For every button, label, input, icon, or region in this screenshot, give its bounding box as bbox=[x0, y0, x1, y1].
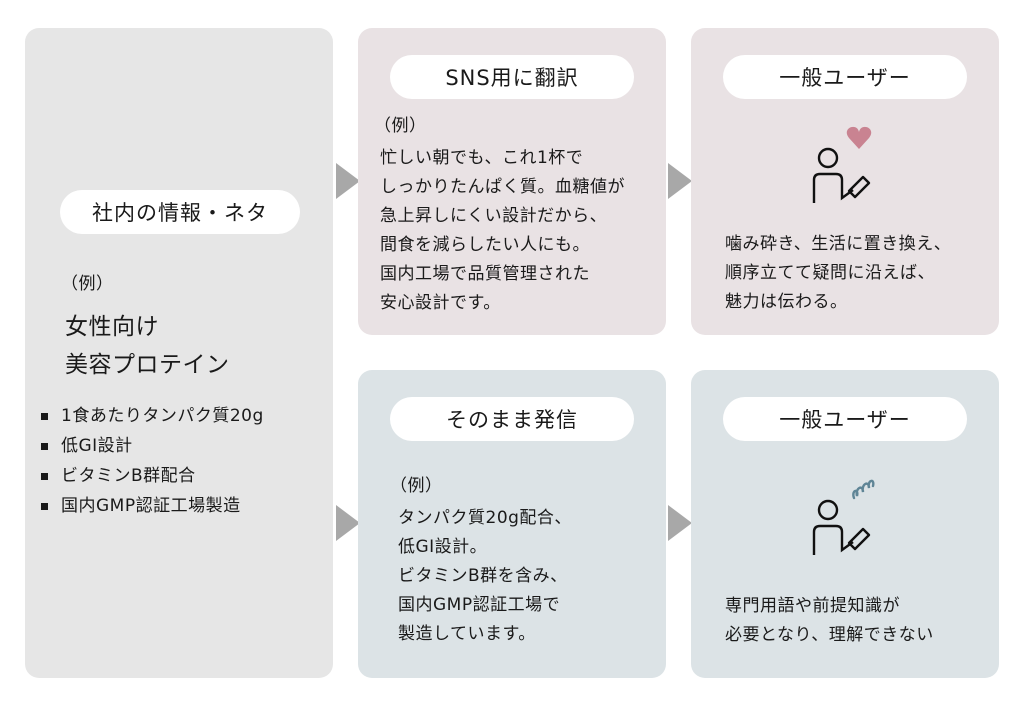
example-line: 急上昇しにくい設計だから、 bbox=[380, 206, 608, 226]
audience-title: 一般ユーザー bbox=[723, 397, 967, 441]
result-line: 噛み砕き、生活に置き換え、 bbox=[725, 234, 952, 254]
source-product: 女性向け 美容プロテイン bbox=[65, 308, 230, 384]
example-line: ビタミンB群を含み、 bbox=[398, 566, 568, 586]
bottom-audience-panel: 一般ユーザー 専門用語や前提知識が 必要となり、理解できない bbox=[691, 370, 999, 678]
arrow-right-icon bbox=[668, 505, 692, 541]
top-audience-panel: 一般ユーザー 噛み砕き、生活に置き換え、 順序立てて疑問に沿えば、 魅力は伝わる… bbox=[691, 28, 999, 335]
source-example-label: （例） bbox=[61, 274, 114, 294]
arrow-right-icon bbox=[336, 163, 360, 199]
feature-item: ビタミンB群配合 bbox=[39, 461, 264, 491]
source-title: 社内の情報・ネタ bbox=[60, 190, 300, 234]
example-line: 国内工場で品質管理された bbox=[380, 264, 590, 284]
product-line: 美容プロテイン bbox=[65, 352, 230, 378]
example-text: 忙しい朝でも、これ1杯で しっかりたんぱく質。血糖値が 急上昇しにくい設計だから… bbox=[380, 144, 625, 318]
example-line: 国内GMP認証工場で bbox=[398, 595, 561, 615]
product-line: 女性向け bbox=[65, 314, 159, 340]
feature-list: 1食あたりタンパク質20g 低GI設計 ビタミンB群配合 国内GMP認証工場製造 bbox=[39, 401, 264, 521]
person-heart-icon bbox=[812, 126, 872, 203]
audience-title: 一般ユーザー bbox=[723, 55, 967, 99]
direct-post-panel: そのまま発信 （例） タンパク質20g配合、 低GI設計。 ビタミンB群を含み、… bbox=[358, 370, 666, 678]
sns-translation-panel: SNS用に翻訳 （例） 忙しい朝でも、これ1杯で しっかりたんぱく質。血糖値が … bbox=[358, 28, 666, 335]
result-line: 魅力は伝わる。 bbox=[725, 292, 848, 312]
arrow-right-icon bbox=[336, 505, 360, 541]
example-line: 安心設計です。 bbox=[380, 293, 501, 313]
example-line: 間食を減らしたい人にも。 bbox=[380, 235, 590, 255]
feature-item: 低GI設計 bbox=[39, 431, 264, 461]
source-panel: 社内の情報・ネタ （例） 女性向け 美容プロテイン 1食あたりタンパク質20g … bbox=[25, 28, 333, 678]
feature-item: 1食あたりタンパク質20g bbox=[39, 401, 264, 431]
example-label: （例） bbox=[374, 116, 427, 136]
method-title: SNS用に翻訳 bbox=[390, 55, 634, 99]
example-line: 低GI設計。 bbox=[398, 537, 488, 557]
feature-item: 国内GMP認証工場製造 bbox=[39, 491, 264, 521]
example-line: 忙しい朝でも、これ1杯で bbox=[380, 148, 584, 168]
example-line: 製造しています。 bbox=[398, 624, 536, 644]
result-text: 専門用語や前提知識が 必要となり、理解できない bbox=[725, 592, 934, 650]
method-title: そのまま発信 bbox=[390, 397, 634, 441]
example-text: タンパク質20g配合、 低GI設計。 ビタミンB群を含み、 国内GMP認証工場で… bbox=[398, 504, 572, 649]
example-line: タンパク質20g配合、 bbox=[398, 508, 572, 528]
example-label: （例） bbox=[390, 476, 443, 496]
arrow-right-icon bbox=[668, 163, 692, 199]
result-text: 噛み砕き、生活に置き換え、 順序立てて疑問に沿えば、 魅力は伝わる。 bbox=[725, 230, 951, 317]
result-line: 必要となり、理解できない bbox=[725, 625, 934, 645]
result-line: 順序立てて疑問に沿えば、 bbox=[725, 263, 935, 283]
result-line: 専門用語や前提知識が bbox=[725, 596, 900, 616]
person-confused-icon bbox=[812, 479, 875, 555]
example-line: しっかりたんぱく質。血糖値が bbox=[380, 177, 625, 197]
